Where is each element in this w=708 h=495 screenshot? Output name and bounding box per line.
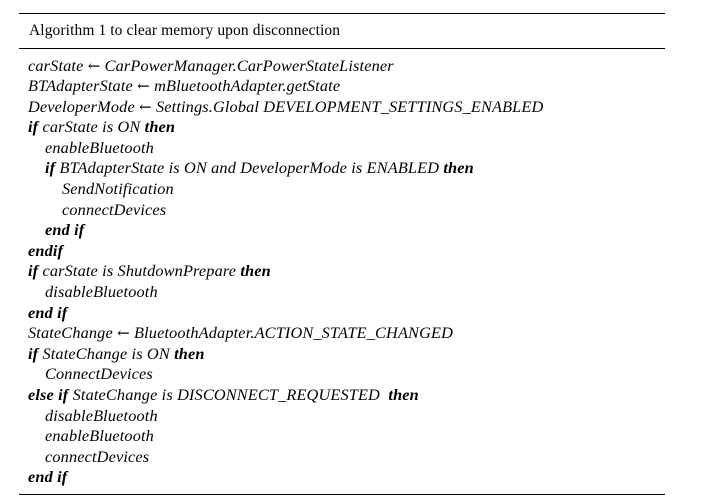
- algorithm-top-rule: [19, 13, 665, 14]
- algorithm-text: StateChange is ON: [38, 343, 175, 363]
- algorithm-text: CarPowerManager.CarPowerStateListener: [100, 55, 394, 75]
- algorithm-text: disableBluetooth: [45, 282, 158, 302]
- algorithm-text: enableBluetooth: [45, 137, 154, 157]
- algorithm-text: SendNotification: [62, 179, 174, 199]
- algorithm-keyword: else if: [28, 385, 69, 404]
- algorithm-block: Algorithm 1 to clear memory upon disconn…: [19, 13, 665, 495]
- algorithm-text: BluetoothAdapter.ACTION_STATE_CHANGED: [129, 323, 453, 343]
- algorithm-keyword: then: [443, 158, 474, 178]
- algorithm-keyword: end if: [28, 467, 68, 487]
- algorithm-body: carState ← CarPowerManager.CarPowerState…: [19, 49, 665, 494]
- assignment-arrow-icon: ←: [117, 324, 130, 343]
- algorithm-text: disableBluetooth: [45, 405, 158, 425]
- algorithm-text: ConnectDevices: [45, 364, 153, 384]
- algorithm-text: Settings.Global DEVELOPMENT_SETTINGS_ENA…: [151, 96, 544, 116]
- algorithm-text: carState: [28, 55, 88, 75]
- algorithm-title-rule: [19, 47, 665, 49]
- algorithm-line: end if: [28, 303, 665, 324]
- algorithm-keyword: if: [28, 261, 39, 281]
- algorithm-line: if StateChange is ON then: [28, 344, 665, 365]
- algorithm-line: BTAdapterState ← mBluetoothAdapter.getSt…: [28, 76, 665, 97]
- assignment-arrow-icon: ←: [87, 56, 101, 75]
- algorithm-line: StateChange ← BluetoothAdapter.ACTION_ST…: [28, 323, 665, 344]
- algorithm-keyword: then: [388, 385, 419, 404]
- algorithm-line: enableBluetooth: [28, 138, 665, 159]
- algorithm-line: SendNotification: [28, 179, 665, 200]
- algorithm-text: StateChange is DISCONNECT_REQUESTED: [68, 385, 389, 404]
- algorithm-line: else if StateChange is DISCONNECT_REQUES…: [28, 385, 665, 406]
- algorithm-line: disableBluetooth: [28, 406, 665, 427]
- algorithm-line: disableBluetooth: [28, 282, 665, 303]
- algorithm-line: end if: [28, 220, 665, 241]
- algorithm-line: DeveloperMode ← Settings.Global DEVELOPM…: [28, 97, 665, 118]
- algorithm-line: if carState is ShutdownPrepare then: [28, 261, 665, 282]
- algorithm-line: if carState is ON then: [28, 117, 665, 138]
- algorithm-text: StateChange: [28, 323, 118, 343]
- algorithm-text: BTAdapterState is ON and DeveloperMode i…: [55, 158, 444, 178]
- algorithm-line: carState ← CarPowerManager.CarPowerState…: [28, 56, 665, 77]
- algorithm-keyword: if: [45, 158, 56, 178]
- algorithm-keyword: then: [240, 261, 271, 281]
- algorithm-line: end if: [28, 467, 665, 488]
- algorithm-text: connectDevices: [62, 199, 167, 219]
- algorithm-text: carState is ON: [38, 117, 145, 137]
- algorithm-line: endif: [28, 241, 665, 262]
- assignment-arrow-icon: ←: [139, 97, 152, 116]
- algorithm-text: connectDevices: [45, 446, 150, 466]
- algorithm-keyword: if: [28, 117, 39, 137]
- assignment-arrow-icon: ←: [137, 77, 150, 96]
- algorithm-text: carState is ShutdownPrepare: [38, 261, 241, 281]
- algorithm-keyword: endif: [28, 240, 64, 260]
- algorithm-text: BTAdapterState: [28, 76, 138, 96]
- algorithm-keyword: if: [28, 343, 39, 363]
- algorithm-keyword: end if: [45, 220, 85, 240]
- algorithm-keyword: then: [174, 343, 205, 363]
- algorithm-line: enableBluetooth: [28, 426, 665, 447]
- algorithm-keyword: then: [144, 117, 176, 137]
- algorithm-text: mBluetoothAdapter.getState: [149, 76, 341, 96]
- algorithm-text: enableBluetooth: [45, 426, 154, 446]
- algorithm-line: connectDevices: [28, 200, 665, 221]
- algorithm-title: Algorithm 1 to clear memory upon disconn…: [29, 22, 341, 39]
- algorithm-line: connectDevices: [28, 447, 665, 468]
- algorithm-line: ConnectDevices: [28, 364, 665, 385]
- algorithm-keyword: end if: [28, 302, 68, 322]
- algorithm-line: if BTAdapterState is ON and DeveloperMod…: [28, 158, 665, 179]
- algorithm-text: DeveloperMode: [28, 96, 140, 116]
